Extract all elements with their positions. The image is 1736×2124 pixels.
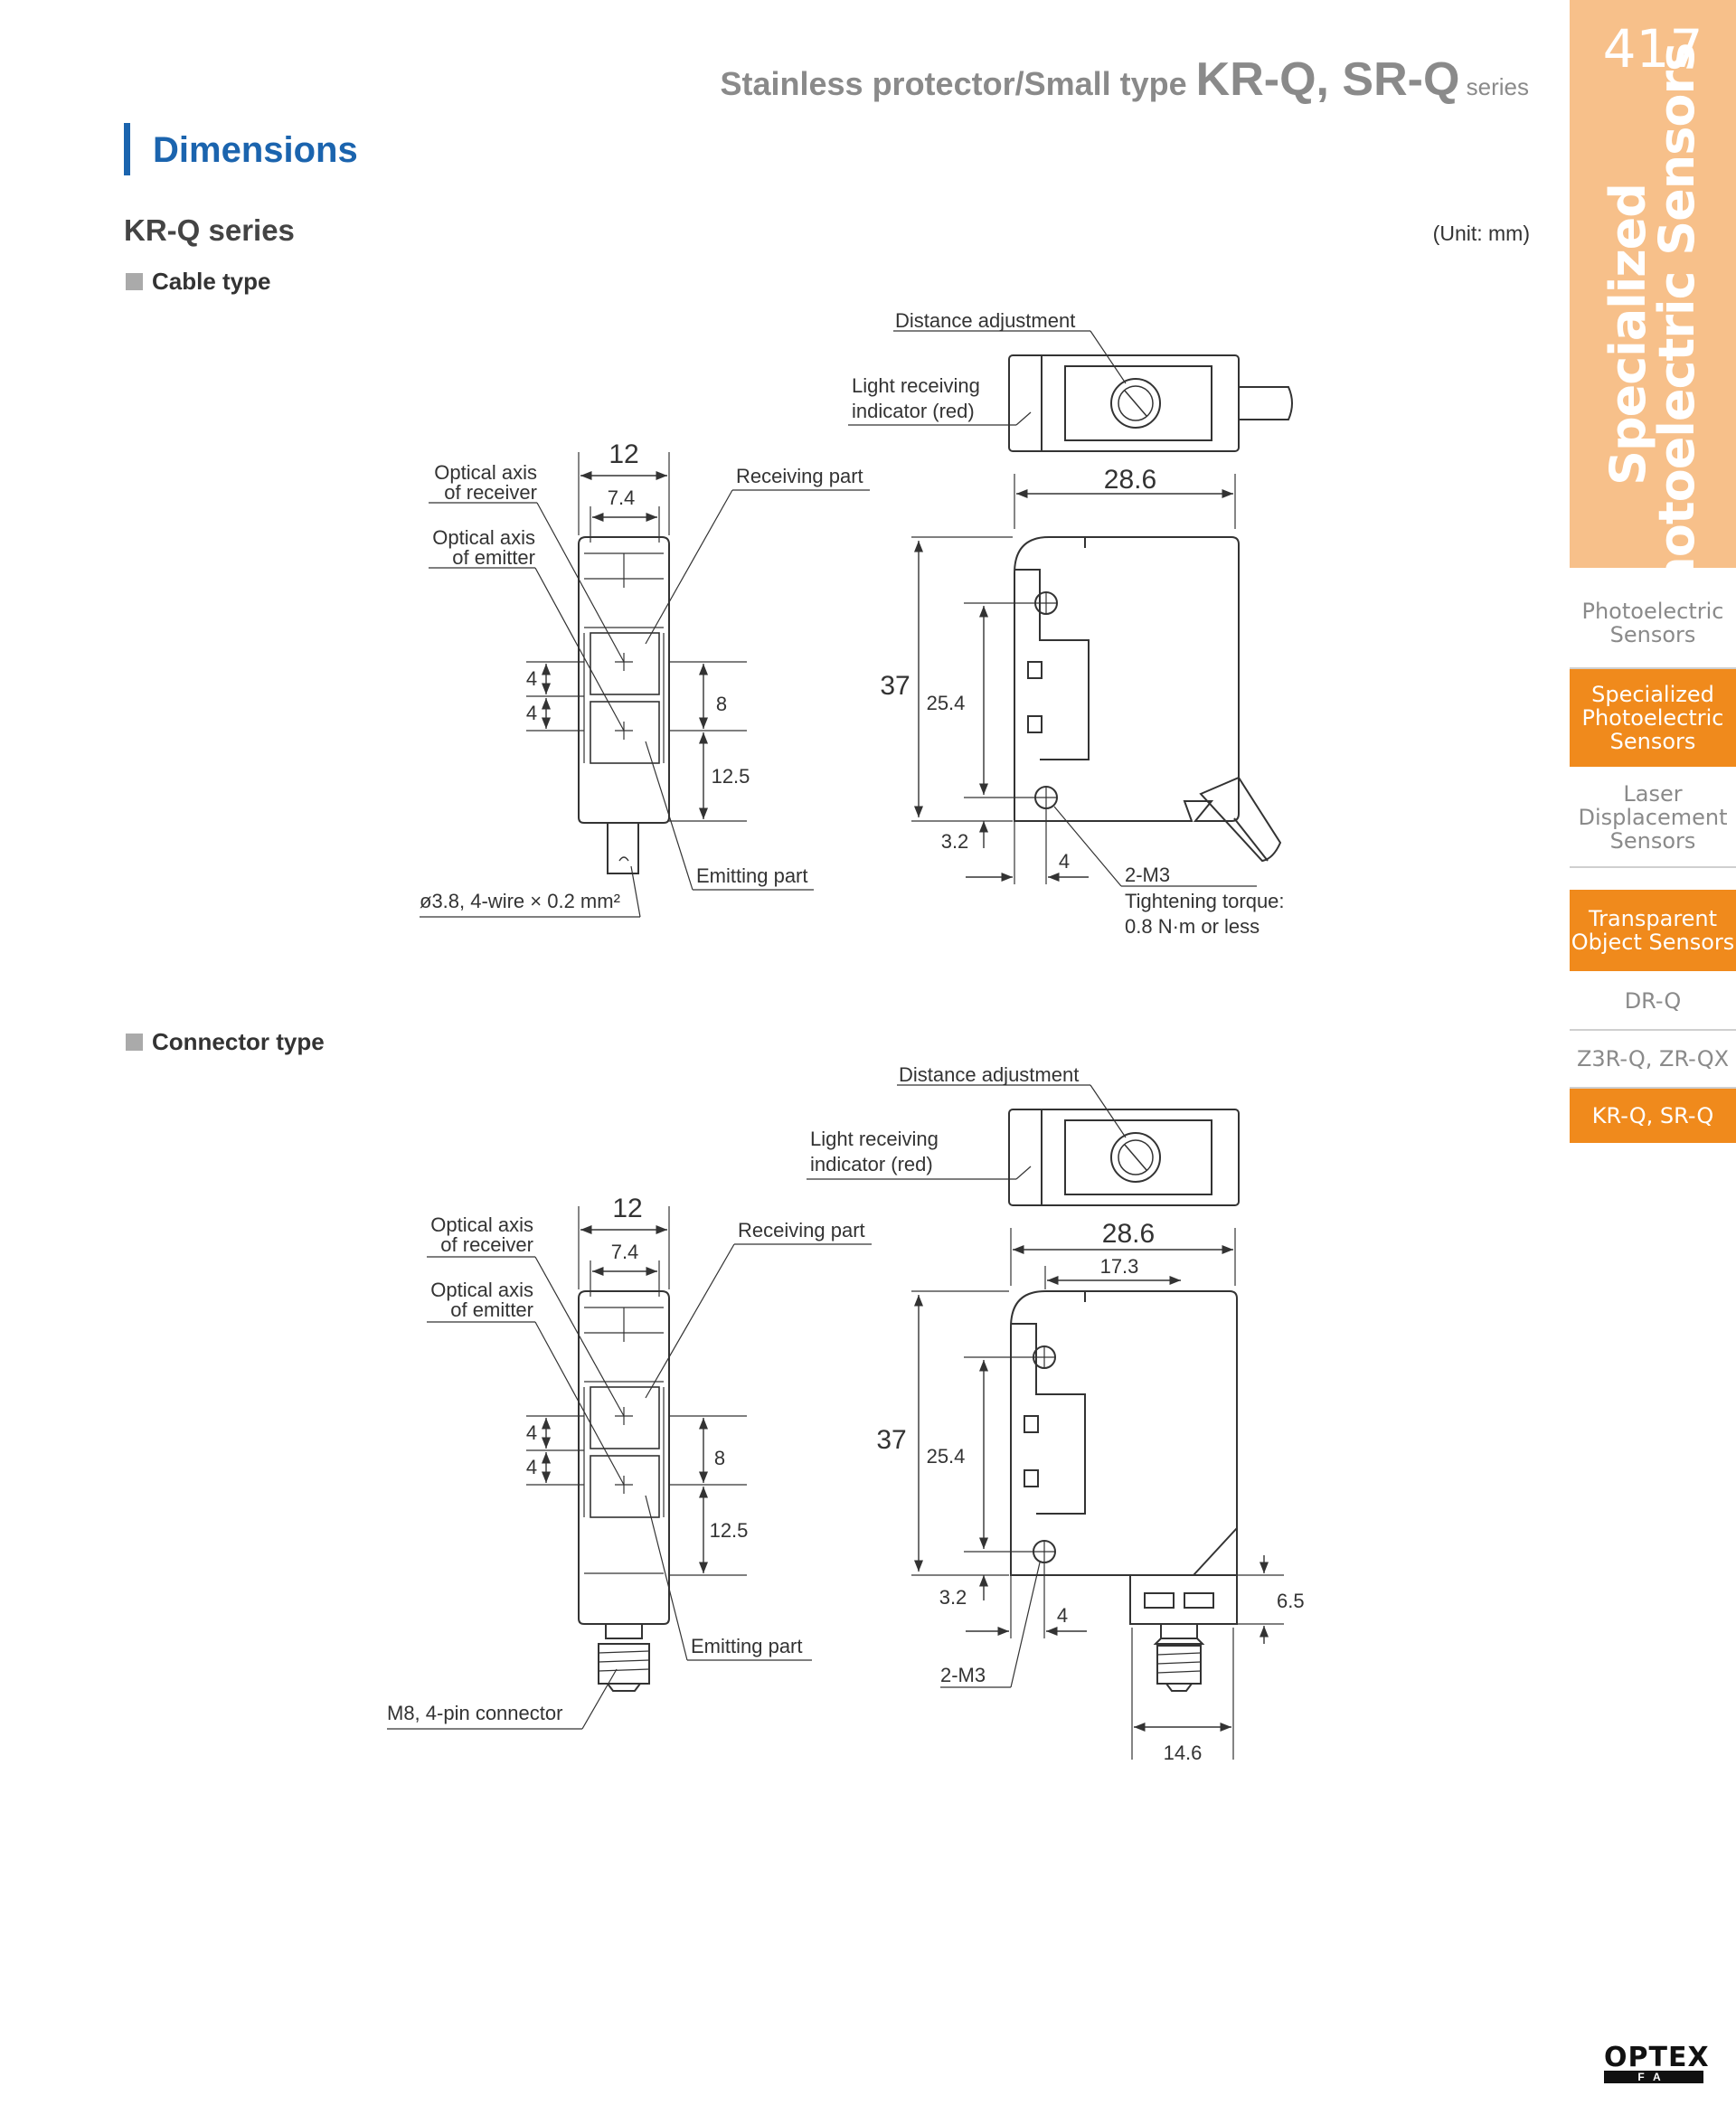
cable-optical-axis-emitter-2: of emitter: [452, 546, 535, 569]
cable-dim-4b: 4: [526, 702, 537, 724]
cable-optical-axis-receiver-2: of receiver: [444, 481, 537, 504]
sidebar-item-label: Z3R-Q, ZR-QX: [1576, 1046, 1730, 1071]
header-suffix: series: [1459, 73, 1529, 100]
cable-dim-37: 37: [880, 671, 910, 701]
connector-light-indicator-label-1: Light receiving: [810, 1128, 939, 1150]
cable-top-view: [1008, 354, 1293, 452]
page-header-title: Stainless protector/Small type KR-Q, SR-…: [720, 52, 1529, 107]
connector-dim-6-5: 6.5: [1277, 1590, 1305, 1612]
connector-dim-14-6: 14.6: [1164, 1742, 1203, 1764]
sidebar-nav: Photoelectric Sensors Specialized Photoe…: [1570, 579, 1736, 1145]
section-title: Dimensions: [153, 130, 358, 170]
sidebar-item-label: DR-Q: [1624, 988, 1682, 1014]
header-model: KR-Q, SR-Q: [1195, 53, 1460, 106]
sidebar-item-laser-displacement-sensors[interactable]: Laser Displacement Sensors: [1570, 769, 1736, 868]
sidebar-header-block: [1570, 0, 1736, 568]
connector-dim-17-3: 17.3: [1100, 1255, 1139, 1278]
connector-side-view: [1010, 1290, 1238, 1692]
connector-type-drawing: Distance adjustment Light receiving indi…: [387, 1063, 1305, 1764]
connector-dim-7-4: 7.4: [611, 1241, 639, 1263]
cable-dim-12: 12: [609, 439, 638, 469]
cable-type-heading: Cable type: [126, 268, 271, 296]
sidebar-item-transparent-object-sensors[interactable]: Transparent Object Sensors: [1570, 890, 1736, 973]
sidebar-item-label: Photoelectric Sensors: [1581, 599, 1724, 647]
cable-light-indicator-label-2: indicator (red): [852, 400, 975, 422]
connector-type-label: Connector type: [152, 1028, 325, 1055]
logo-top-text: OPTEX: [1604, 2042, 1710, 2073]
connector-spec-label: M8, 4-pin connector: [387, 1702, 562, 1724]
cable-emitting-part-label: Emitting part: [696, 864, 808, 887]
connector-optical-axis-emitter-2: of emitter: [450, 1298, 533, 1321]
cable-dim-4a: 4: [526, 667, 537, 690]
cable-top-view-labels: [848, 330, 1127, 426]
cable-front-view: [578, 536, 670, 874]
connector-emitting-part-label: Emitting part: [691, 1635, 803, 1657]
connector-dim-4b: 4: [526, 1456, 537, 1478]
cable-receiving-part-label: Receiving part: [736, 465, 863, 487]
sidebar-item-label: Specialized Photoelectric Sensors: [1581, 682, 1724, 754]
connector-optical-axis-emitter-1: Optical axis: [430, 1279, 533, 1301]
sidebar-item-kr-q-sr-q[interactable]: KR-Q, SR-Q: [1570, 1089, 1736, 1145]
page-number: 417: [1602, 18, 1703, 80]
cable-distance-adjustment-label: Distance adjustment: [895, 309, 1075, 332]
cable-dim-28-6: 28.6: [1104, 465, 1156, 495]
connector-light-indicator-label-2: indicator (red): [810, 1153, 933, 1175]
unit-note: (Unit: mm): [1432, 222, 1530, 245]
cable-optical-axis-receiver-1: Optical axis: [434, 461, 537, 484]
cable-dim-7-4: 7.4: [608, 486, 636, 509]
sidebar-item-label: Laser Displacement Sensors: [1578, 781, 1728, 854]
cable-type-label: Cable type: [152, 268, 271, 295]
cable-dim-4-horizontal: 4: [1059, 850, 1070, 873]
cable-torque-label-1: Tightening torque:: [1125, 890, 1285, 912]
connector-dim-8: 8: [714, 1447, 725, 1469]
connector-dim-12: 12: [612, 1194, 642, 1223]
connector-optical-axis-receiver-2: of receiver: [440, 1233, 533, 1256]
cable-dim-3-2: 3.2: [941, 830, 969, 853]
connector-dim-37: 37: [876, 1425, 906, 1455]
connector-dim-12-5: 12.5: [710, 1519, 749, 1542]
sidebar-item-photoelectric-sensors[interactable]: Photoelectric Sensors: [1570, 579, 1736, 669]
optex-fa-logo: OPTEX FA: [1604, 2042, 1710, 2085]
cable-side-view: [1014, 536, 1282, 863]
cable-screw-label: 2-M3: [1125, 864, 1170, 886]
sidebar-item-dr-q[interactable]: DR-Q: [1570, 973, 1736, 1031]
connector-top-view: [1008, 1109, 1240, 1206]
connector-screw-label: 2-M3: [940, 1664, 986, 1686]
connector-dim-28-6: 28.6: [1102, 1219, 1155, 1249]
sidebar-item-label: KR-Q, SR-Q: [1591, 1103, 1714, 1128]
square-bullet-icon: [126, 1034, 143, 1051]
cable-light-indicator-label-1: Light receiving: [852, 374, 980, 397]
cable-dim-12-5: 12.5: [712, 765, 750, 788]
logo-bottom-text: FA: [1604, 2071, 1703, 2083]
sidebar-item-label: Transparent Object Sensors: [1571, 906, 1735, 955]
square-bullet-icon: [126, 273, 143, 290]
cable-spec-label: ø3.8, 4-wire × 0.2 mm²: [420, 890, 620, 912]
section-accent-bar: [124, 123, 130, 175]
connector-dim-25-4: 25.4: [927, 1445, 966, 1468]
sidebar-gap: [1570, 868, 1736, 890]
connector-optical-axis-receiver-1: Optical axis: [430, 1213, 533, 1236]
cable-dim-25-4: 25.4: [927, 692, 966, 714]
series-title: KR-Q series: [124, 213, 295, 247]
connector-front-view: [578, 1290, 670, 1692]
connector-distance-adjustment-label: Distance adjustment: [899, 1063, 1079, 1086]
cable-type-drawing: Distance adjustment Light receiving indi…: [420, 309, 1293, 938]
cable-torque-label-2: 0.8 N·m or less: [1125, 915, 1260, 938]
cable-dim-8: 8: [716, 693, 727, 715]
connector-dim-3-2: 3.2: [939, 1586, 967, 1609]
cable-optical-axis-emitter-1: Optical axis: [432, 526, 535, 549]
connector-type-heading: Connector type: [126, 1028, 325, 1056]
sidebar-item-z3r-q-zr-qx[interactable]: Z3R-Q, ZR-QX: [1570, 1031, 1736, 1089]
connector-receiving-part-label: Receiving part: [738, 1219, 865, 1241]
connector-dim-4-horizontal: 4: [1057, 1604, 1068, 1627]
sidebar-title-line-2: Photoelectric Sensors: [1648, 42, 1705, 627]
connector-dim-4a: 4: [526, 1421, 537, 1444]
sidebar-title-line-1: Specialized: [1599, 184, 1656, 486]
header-prefix: Stainless protector/Small type: [720, 65, 1196, 102]
sidebar-item-specialized-photoelectric-sensors[interactable]: Specialized Photoelectric Sensors: [1570, 669, 1736, 769]
